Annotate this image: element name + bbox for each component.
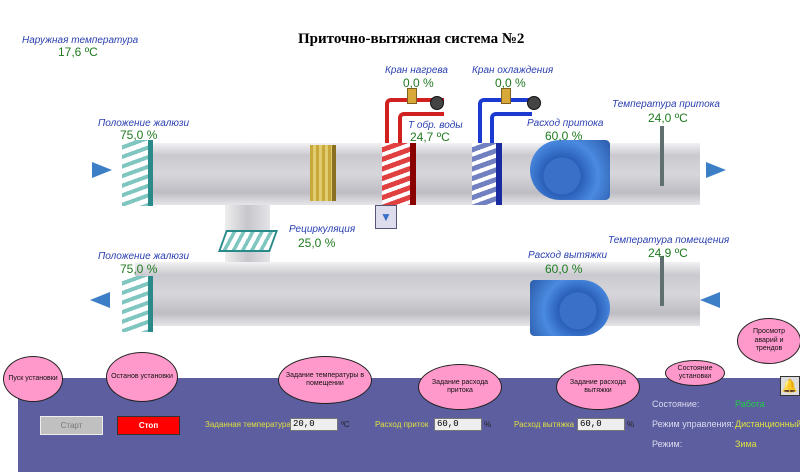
exhaust-damper-icon[interactable] xyxy=(122,276,153,332)
mode-value: Зима xyxy=(735,439,757,449)
heat-valve-icon[interactable] xyxy=(407,88,417,104)
room-temp-value: 24,9 ºC xyxy=(648,246,688,260)
room-in-arrow-icon xyxy=(700,292,720,308)
heater-icon xyxy=(382,143,416,205)
mode-label: Режим: xyxy=(652,439,683,449)
supply-out-arrow-icon xyxy=(706,162,726,178)
exhaust-setpoint-input[interactable]: 60,0 xyxy=(577,418,625,431)
outside-temp-label: Наружная температура xyxy=(22,35,139,46)
heat-return-pipe xyxy=(398,112,444,147)
exhaust-flow-label: Расход вытяжки xyxy=(528,250,608,261)
supply-temp-sensor-icon xyxy=(660,126,664,186)
stop-hint-bubble: Останов установки xyxy=(106,352,178,402)
heat-valve-value: 0,0 % xyxy=(403,76,434,90)
supply-flow-label: Расход притока xyxy=(527,118,604,129)
supply-temp-value: 24,0 ºC xyxy=(648,111,688,125)
supply-flow-value: 60,0 % xyxy=(545,129,583,143)
exhaust-duct xyxy=(135,262,700,326)
page-title: Приточно-вытяжная система №2 xyxy=(298,31,525,47)
exhaust-unit: % xyxy=(627,420,635,429)
cool-valve-label: Кран охлаждения xyxy=(472,65,554,76)
exhaust-fan-icon[interactable] xyxy=(530,280,610,336)
temp-setpoint-label: Заданная температура xyxy=(205,420,291,429)
exhaust-damper-label: Положение жалюзи xyxy=(98,251,190,262)
intake-arrow-icon xyxy=(92,162,112,178)
state-hint-bubble: Состояние установки xyxy=(665,360,725,386)
cool-return-pipe xyxy=(490,112,532,147)
supply-fan-icon[interactable] xyxy=(530,140,610,200)
recirculation-value: 25,0 % xyxy=(298,236,336,250)
stop-button[interactable]: Стоп xyxy=(117,416,180,435)
cool-pump-icon[interactable] xyxy=(527,96,541,110)
state-label: Состояние: xyxy=(652,399,700,409)
supply-unit: % xyxy=(484,420,492,429)
control-mode-value: Дистанционный xyxy=(735,419,800,429)
recirculation-label: Рециркуляция xyxy=(289,224,356,235)
start-hint-bubble: Пуск установки xyxy=(3,356,63,402)
exhaust-setpoint-label: Расход вытяжка xyxy=(514,420,575,429)
heat-valve-label: Кран нагрева xyxy=(385,65,448,76)
supply-setpoint-input[interactable]: 60,0 xyxy=(434,418,482,431)
start-button[interactable]: Старт xyxy=(40,416,103,435)
supply-damper-label: Положение жалюзи xyxy=(98,118,190,129)
cool-valve-icon[interactable] xyxy=(501,88,511,104)
supply-setpoint-label: Расход приток xyxy=(375,420,429,429)
filter-icon xyxy=(310,145,336,201)
supply-damper-value: 75,0 % xyxy=(120,128,158,142)
alarms-hint-bubble: Просмотр аварий и трендов xyxy=(737,318,800,364)
recirculation-damper-icon[interactable] xyxy=(217,230,279,252)
room-temp-label: Температура помещения xyxy=(608,235,730,246)
temp-hint-bubble: Задание температуры в помещении xyxy=(278,356,372,404)
room-temp-sensor-icon xyxy=(660,256,664,306)
cooler-icon xyxy=(472,143,502,205)
alarm-bell-button[interactable]: 🔔 xyxy=(780,376,800,396)
control-mode-label: Режим управления: xyxy=(652,419,734,429)
temp-unit: ºC xyxy=(341,420,350,429)
supply-hint-bubble: Задание расхода притока xyxy=(418,364,502,410)
supply-duct xyxy=(135,143,700,205)
state-value: Работа xyxy=(735,399,765,409)
exhaust-flow-value: 60,0 % xyxy=(545,262,583,276)
temp-setpoint-input[interactable]: 20,0 xyxy=(290,418,338,431)
down-arrow-button[interactable]: ▼ xyxy=(375,205,397,229)
outside-temp-value: 17,6 ºC xyxy=(58,45,98,59)
supply-temp-label: Температура притока xyxy=(612,99,720,110)
exhaust-out-arrow-icon xyxy=(90,292,110,308)
return-water-value: 24,7 ºC xyxy=(410,130,450,144)
cool-valve-value: 0,0 % xyxy=(495,76,526,90)
exhaust-hint-bubble: Задание расхода вытяжки xyxy=(556,364,640,410)
exhaust-damper-value: 75,0 % xyxy=(120,262,158,276)
heat-pump-icon[interactable] xyxy=(430,96,444,110)
supply-damper-icon[interactable] xyxy=(122,140,153,206)
return-water-label: Т обр. воды xyxy=(408,120,463,131)
